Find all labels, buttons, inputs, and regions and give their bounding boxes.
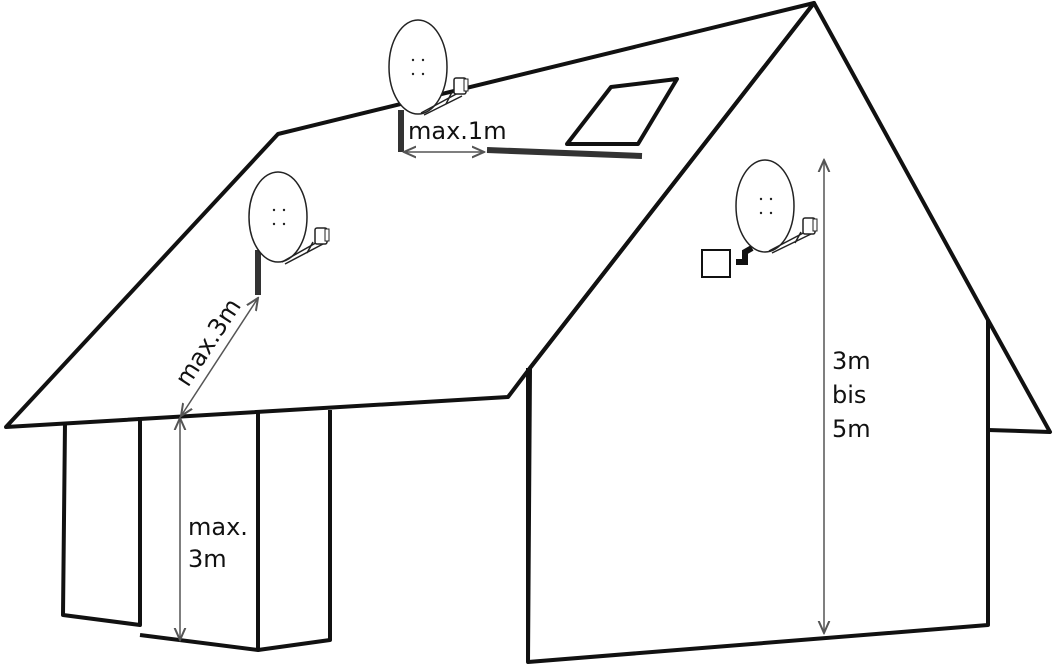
wall-height-label-line3: 5m	[832, 415, 871, 443]
wall-bracket	[701, 245, 754, 278]
eave-height-label-line1: max.	[188, 513, 248, 541]
ridge-distance-label: max.1m	[408, 117, 507, 145]
gable-wall	[526, 1, 990, 664]
wall-mount-box-icon	[701, 249, 731, 278]
front-wall-left	[61, 417, 142, 627]
ridge-mast	[398, 110, 643, 159]
satellite-dish-icon	[388, 19, 469, 116]
wall-height-label-line1: 3m	[832, 347, 871, 375]
front-wall-right	[257, 410, 332, 652]
house	[4, 1, 1052, 664]
dimension-arrows	[180, 152, 824, 640]
roof-window-icon	[565, 77, 679, 146]
side-wing-roof	[986, 319, 1052, 434]
eave-height-label-line2: 3m	[188, 545, 227, 573]
satellite-dish-icon	[735, 159, 818, 254]
roof-distance-arrow	[181, 298, 258, 416]
roof-distance-label: max.3m	[170, 293, 247, 391]
satellite-dish-icon	[248, 171, 330, 265]
wall-height-label-line2: bis	[832, 381, 866, 409]
